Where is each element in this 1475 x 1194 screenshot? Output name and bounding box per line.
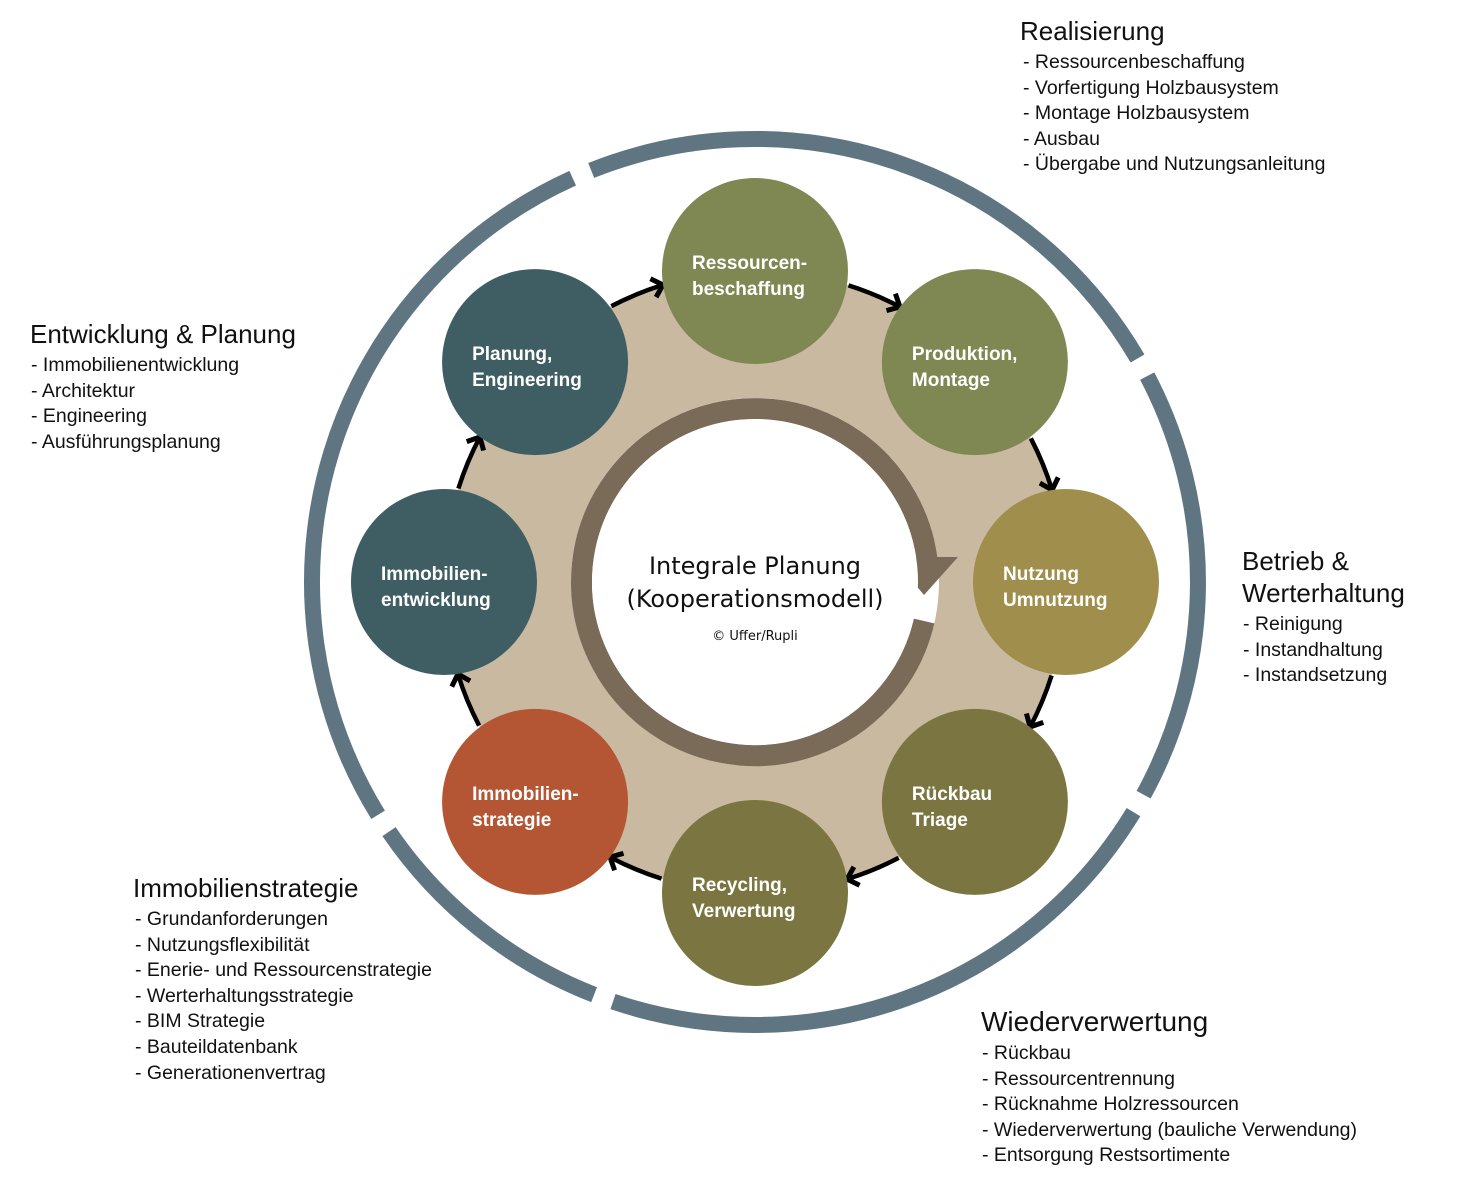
outer-ring-segment	[382, 827, 598, 1003]
panel-title: Immobilienstrategie	[133, 873, 359, 903]
node-label: strategie	[472, 810, 551, 831]
node-label: Immobilien-	[381, 564, 488, 585]
list-item: - Engineering	[31, 405, 147, 428]
list-item: - Übergabe und Nutzungsanleitung	[1023, 153, 1326, 176]
list-item: - Bauteildatenbank	[135, 1035, 298, 1058]
list-item: - Reinigung	[1243, 613, 1343, 635]
node-recycling-verwertung: Recycling, Verwertung	[662, 800, 848, 986]
node-immobilienentwicklung: Immobilien-entwicklung	[351, 489, 537, 675]
cycle-arrow-head	[649, 276, 667, 299]
panel-list: - Rückbau - Ressourcentrennung - Rücknah…	[982, 1041, 1357, 1169]
center-disc	[592, 419, 918, 745]
list-item: - Instandsetzung	[1243, 664, 1388, 687]
list-item: - Grundanforderungen	[135, 908, 328, 930]
copyright-label: © Uffer/Rupli	[712, 629, 798, 644]
panel-betrieb-werterhaltung: Betrieb & Werterhaltung - Reinigung - In…	[1242, 546, 1405, 689]
panel-list: - Reinigung - Instandhaltung - Instandse…	[1243, 612, 1405, 689]
panel-title: Wiederverwertung	[981, 1006, 1209, 1037]
node-circle	[662, 178, 848, 364]
node-circle	[662, 800, 848, 986]
panel-entwicklung-planung: Entwicklung & Planung - Immobilienentwic…	[30, 319, 296, 455]
node-produktion-montage: Produktion, Montage	[881, 269, 1068, 456]
inner-cycle-ring	[571, 398, 939, 767]
cycle-arrow-head	[885, 292, 904, 314]
outer-ring-segment	[588, 131, 1145, 363]
node-label: Immobilien-	[472, 784, 579, 805]
list-item: - Ausbau	[1023, 127, 1100, 150]
list-item: - Immobilienentwicklung	[31, 354, 240, 376]
list-item: - BIM Strategie	[135, 1010, 266, 1033]
panel-list: - Grundanforderungen - Nutzungsflexibili…	[135, 907, 432, 1086]
list-item: - Ausführungsplanung	[31, 430, 221, 453]
list-item: - Ressourcentrennung	[982, 1067, 1175, 1090]
list-item: - Generationenvertrag	[135, 1061, 326, 1084]
center-title-line2: (Kooperationsmodell)	[626, 585, 883, 613]
list-item: - Rücknahme Holzressourcen	[982, 1093, 1239, 1116]
list-item: - Ressourcenbeschaffung	[1023, 51, 1245, 73]
node-label: Engineering	[472, 370, 582, 391]
list-item: - Werterhaltungsstrategie	[135, 984, 354, 1007]
panel-title: Realisierung	[1020, 16, 1165, 46]
panel-list: - Ressourcenbeschaffung - Vorfertigung H…	[1023, 50, 1325, 178]
list-item: - Architektur	[31, 379, 136, 402]
node-circle	[351, 489, 537, 675]
list-item: - Enerie- und Ressourcenstrategie	[135, 959, 432, 982]
list-item: - Vorfertigung Holzbausystem	[1023, 76, 1279, 99]
node-label: Rückbau	[912, 784, 992, 805]
panel-title-line1: Betrieb &	[1242, 546, 1349, 576]
node-circle	[442, 708, 629, 895]
cycle-arrow-head	[449, 670, 472, 688]
cycle-arrow-head	[606, 850, 625, 872]
node-label: Nutzung	[1003, 564, 1079, 585]
cycle-arrow-head	[843, 865, 861, 888]
outer-ring-segment	[1136, 372, 1206, 799]
outer-phase-ring	[303, 131, 1206, 1033]
cycle-arrows	[449, 276, 1061, 888]
list-item: - Nutzungsflexibilität	[135, 933, 310, 956]
cycle-arrow-head	[465, 433, 487, 452]
outer-ring-segment	[303, 170, 576, 819]
node-label: Ressourcen-	[692, 253, 807, 274]
panel-title: Entwicklung & Planung	[30, 319, 296, 349]
node-label: Umnutzung	[1003, 590, 1107, 611]
list-item: - Entsorgung Restsortimente	[982, 1144, 1231, 1167]
panel-title-line2: Werterhaltung	[1242, 578, 1405, 608]
list-item: - Montage Holzbausystem	[1023, 102, 1250, 125]
cycle-arrow-head	[1023, 712, 1045, 731]
list-item: - Instandhaltung	[1243, 638, 1383, 661]
node-label: Produktion,	[912, 344, 1018, 365]
center-title-line1: Integrale Planung	[649, 552, 861, 580]
node-label: Planung,	[472, 344, 552, 365]
panel-list: - Immobilienentwicklung - Architektur - …	[31, 353, 296, 455]
node-label: entwicklung	[381, 590, 491, 611]
node-planung-engineering: Planung, Engineering	[442, 269, 629, 456]
cycle-arrow-head	[1038, 476, 1061, 494]
panel-immobilienstrategie: Immobilienstrategie - Grundanforderungen…	[133, 873, 432, 1086]
node-circle	[973, 489, 1159, 675]
node-circle	[881, 269, 1068, 456]
outer-ring-segment	[610, 807, 1141, 1033]
node-ressourcenbeschaffung: Ressourcen-beschaffung	[662, 178, 848, 364]
node-circle	[442, 269, 629, 456]
node-label: Triage	[912, 810, 968, 831]
node-label: Verwertung	[692, 901, 795, 922]
node-label: Montage	[912, 370, 990, 391]
panel-realisierung: Realisierung - Ressourcenbeschaffung - V…	[1020, 16, 1325, 178]
node-circle	[881, 708, 1068, 895]
node-immobilienstrategie: Immobilien-strategie	[442, 708, 629, 895]
list-item: - Rückbau	[982, 1042, 1071, 1064]
node-label: Recycling,	[692, 875, 787, 896]
node-label: beschaffung	[692, 279, 805, 300]
list-item: - Wiederverwertung (bauliche Verwendung)	[982, 1118, 1358, 1141]
panel-wiederverwertung: Wiederverwertung - Rückbau - Ressourcent…	[981, 1007, 1357, 1169]
